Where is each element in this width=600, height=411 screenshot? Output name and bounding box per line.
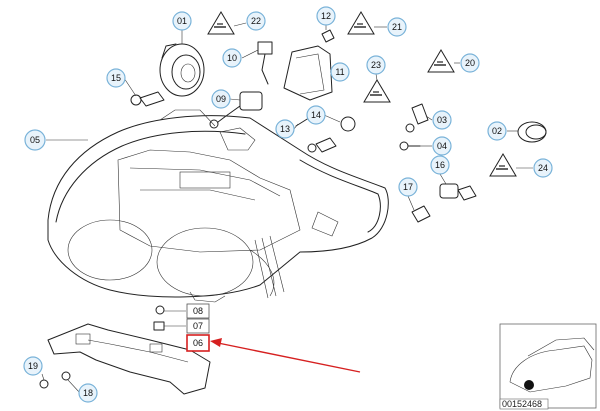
callout-23: 23 <box>366 55 386 75</box>
part-01-headlight-cover <box>159 43 205 97</box>
callout-04: 04 <box>432 136 452 156</box>
callout-label: 04 <box>437 141 447 151</box>
callout-label: 03 <box>437 115 447 125</box>
warning-triangle-20 <box>427 49 455 73</box>
callout-label: 24 <box>538 163 548 173</box>
warning-triangle-21 <box>347 11 375 35</box>
callout-14: 14 <box>306 105 326 125</box>
callout-label: 12 <box>321 11 331 21</box>
callout-label: 11 <box>335 67 344 77</box>
callout-12: 12 <box>316 6 336 26</box>
callout-03: 03 <box>432 110 452 130</box>
warning-triangle-24 <box>489 153 517 177</box>
callout-01: 01 <box>172 11 192 31</box>
callout-16: 16 <box>430 155 450 175</box>
callout-18: 18 <box>78 383 98 403</box>
part-14-bulb-socket <box>307 116 356 153</box>
callout-label: 07 <box>193 321 203 331</box>
part-12-clip <box>321 29 335 43</box>
callout-02: 02 <box>487 121 507 141</box>
callout-06-highlighted: 06 <box>186 334 210 352</box>
part-04-small-bulb <box>399 141 421 151</box>
callout-label: 09 <box>216 94 226 104</box>
callout-label: 16 <box>435 160 445 170</box>
callout-24: 24 <box>533 158 553 178</box>
part-19-screw <box>39 379 49 389</box>
callout-05: 05 <box>24 129 46 151</box>
callout-label: 02 <box>492 126 502 136</box>
part-11-ignition-unit <box>283 45 333 101</box>
warning-triangle-22 <box>207 11 235 35</box>
callout-17: 17 <box>398 177 418 197</box>
highlight-arrow <box>210 338 361 373</box>
callout-label: 06 <box>193 338 203 348</box>
vehicle-location-inset: 00152468 <box>499 323 597 410</box>
part-15-bulb <box>130 91 165 107</box>
warning-triangle-23 <box>363 79 391 103</box>
part-06-bracket <box>47 323 211 395</box>
part-02-seal-ring <box>517 121 547 143</box>
callout-15: 15 <box>106 68 126 88</box>
part-10-connector <box>257 41 273 85</box>
callout-10: 10 <box>222 48 242 68</box>
callout-label: 23 <box>371 60 381 70</box>
callout-label: 21 <box>392 22 402 32</box>
part-18-nut <box>61 371 71 381</box>
callout-21: 21 <box>387 17 407 37</box>
part-07-clip <box>153 321 165 331</box>
callout-label: 18 <box>83 388 93 398</box>
callout-13: 13 <box>275 119 295 139</box>
callout-label: 10 <box>227 53 237 63</box>
part-16-bulb-socket <box>439 183 477 201</box>
callout-09: 09 <box>211 89 231 109</box>
callout-label: 13 <box>280 124 290 134</box>
callout-label: 20 <box>465 58 475 68</box>
callout-label: 22 <box>251 16 261 26</box>
callout-label: 01 <box>177 16 187 26</box>
part-17-bulb <box>411 205 431 223</box>
callout-label: 05 <box>30 135 40 145</box>
callout-label: 14 <box>311 110 321 120</box>
callout-11: 11 <box>330 62 350 82</box>
callout-label: 08 <box>193 306 203 316</box>
part-03-side-bulb <box>405 103 429 133</box>
callout-label: 15 <box>111 73 121 83</box>
callout-label: 17 <box>403 182 413 192</box>
callout-20: 20 <box>460 53 480 73</box>
callout-19: 19 <box>23 356 43 376</box>
callout-08: 08 <box>186 303 210 319</box>
reference-number: 00152468 <box>502 399 542 409</box>
callout-label: 19 <box>28 361 38 371</box>
part-09-bulb <box>209 91 263 129</box>
leader-lines <box>41 22 533 394</box>
part-08-screw <box>155 305 165 315</box>
callout-22: 22 <box>246 11 266 31</box>
callout-07: 07 <box>186 318 210 334</box>
headlight-housing <box>47 109 389 303</box>
